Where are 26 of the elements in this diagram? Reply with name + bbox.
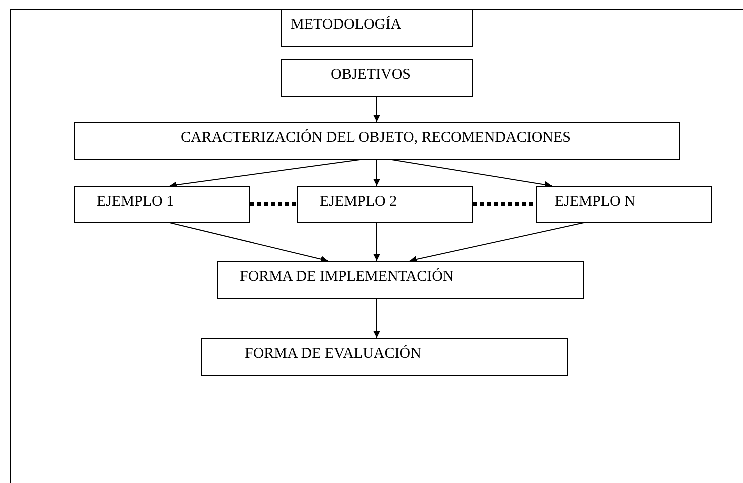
arrow xyxy=(374,96,380,122)
arrow xyxy=(410,222,584,263)
process-box xyxy=(281,9,473,47)
dotted-line xyxy=(473,202,536,206)
arrow xyxy=(374,298,380,338)
arrow xyxy=(374,160,380,186)
process-box xyxy=(217,261,584,299)
arrow xyxy=(374,222,380,262)
box-label: EJEMPLO N xyxy=(555,193,636,211)
process-box xyxy=(281,59,473,97)
box-label: METODOLOGÍA xyxy=(291,16,402,34)
box-label: CARACTERIZACIÓN DEL OBJETO, RECOMENDACIONES xyxy=(181,129,571,147)
box-label: OBJETIVOS xyxy=(331,66,412,84)
process-box xyxy=(74,122,680,160)
process-box xyxy=(201,338,568,376)
box-label: FORMA DE EVALUACIÓN xyxy=(245,345,422,363)
arrow xyxy=(170,222,328,263)
box-label: FORMA DE IMPLEMENTACIÓN xyxy=(240,268,454,286)
process-box xyxy=(74,186,250,223)
box-label: EJEMPLO 1 xyxy=(97,193,174,211)
process-box xyxy=(536,186,712,223)
dotted-line xyxy=(250,202,297,206)
process-box xyxy=(297,186,473,223)
arrow xyxy=(170,160,360,189)
arrow xyxy=(392,160,552,188)
box-label: EJEMPLO 2 xyxy=(320,193,398,211)
